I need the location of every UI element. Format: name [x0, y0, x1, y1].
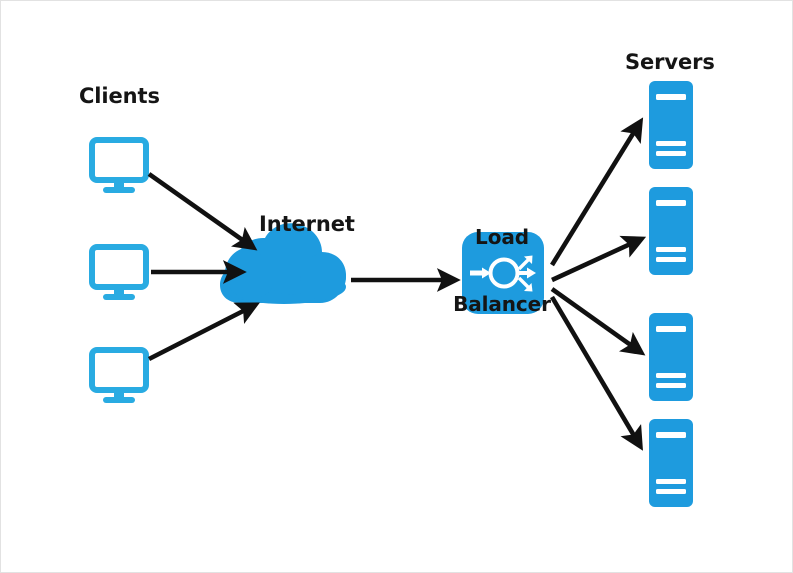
server-icon-3 [649, 313, 693, 401]
arrow-loadbalancer-to-server2 [551, 235, 647, 283]
load-balancer-label-line2: Balancer [453, 291, 551, 316]
internet-cloud-icon [220, 223, 346, 304]
client-monitor-3 [89, 347, 149, 403]
arrow-client1-to-internet [147, 172, 258, 251]
server-icon-4 [649, 419, 693, 507]
connection-arrows [147, 117, 647, 451]
load-balancer-node [462, 232, 544, 314]
arrow-loadbalancer-to-server1 [550, 117, 644, 267]
lb-inbound-arrow-glyph [470, 267, 491, 279]
arrow-loadbalancer-to-server3 [550, 287, 646, 356]
lb-outbound-arrows-glyph [517, 255, 536, 292]
load-balancer-label-line1: Load [475, 224, 529, 249]
internet-label: Internet [259, 212, 355, 236]
servers-label: Servers [625, 50, 715, 74]
clients-label: Clients [79, 84, 160, 108]
arrow-client3-to-internet [147, 302, 260, 362]
load-balancer-label: Load Balancer [426, 181, 578, 360]
client-monitor-1 [89, 137, 149, 193]
server-icon-2 [649, 187, 693, 275]
arrow-loadbalancer-to-server4 [550, 295, 643, 451]
client-monitor-2 [89, 244, 149, 300]
server-icon-1 [649, 81, 693, 169]
